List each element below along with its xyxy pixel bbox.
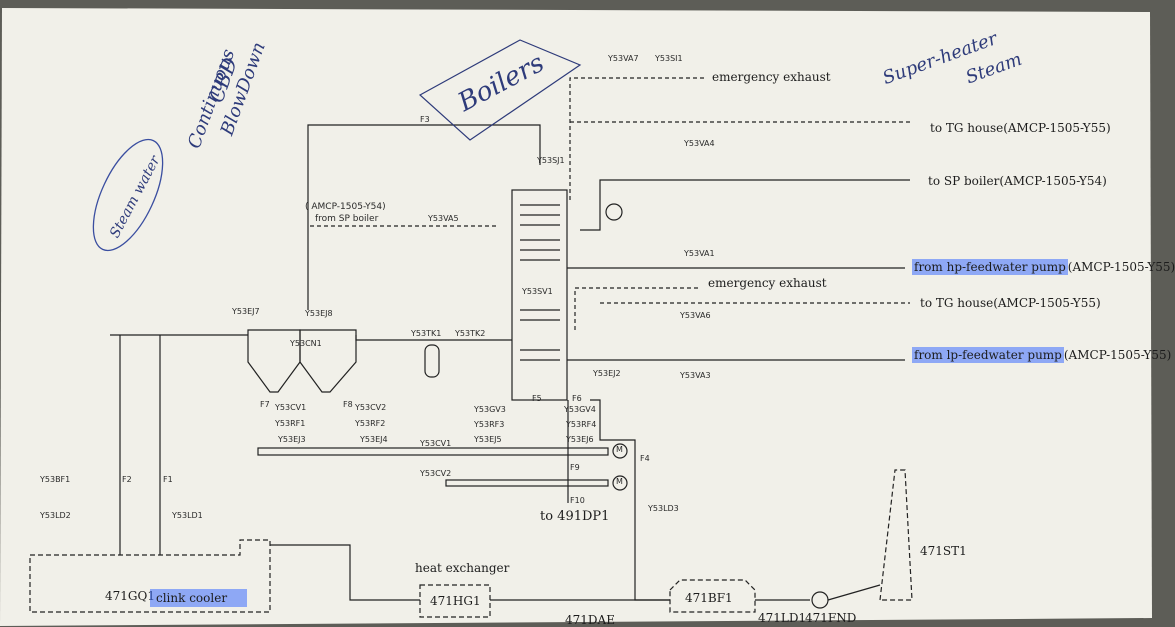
equipment-dae: 471DAE [565, 613, 615, 627]
drum-sketch [92, 138, 164, 252]
tag-f9: F9 [570, 463, 580, 472]
tag-bf1t: Y53BF1 [40, 475, 71, 484]
tag-f1: F1 [163, 475, 173, 484]
tag-m2: M [616, 477, 623, 486]
tag-tk2: Y53TK2 [455, 329, 486, 338]
equipment-gq1: 471GQ1 [105, 589, 155, 603]
tag-ej6: Y53EJ6 [566, 435, 594, 444]
tag-ld3: Y53LD3 [648, 504, 679, 513]
tag-f6: F6 [572, 394, 582, 403]
tag-ej3: Y53EJ3 [278, 435, 306, 444]
label-to-491dp1: to 491DP1 [540, 509, 610, 524]
tag-tk1: Y53TK1 [411, 329, 442, 338]
tag-m1: M [616, 445, 623, 454]
tag-gv4: Y53GV4 [564, 405, 596, 414]
diagram-drawing [0, 8, 1152, 626]
label-from-hp-feedwater-main: from hp-feedwater pump [912, 259, 1068, 275]
line-emergency-top [569, 77, 705, 200]
heat-exchanger-box [419, 584, 491, 618]
equipment-hg1: 471HG1 [430, 594, 481, 608]
tag-cv1b: Y53CV1 [420, 439, 452, 448]
tag-ld2: Y53LD2 [40, 511, 71, 520]
label-from-hp-feedwater-suffix: (AMCP-1505-Y55) [1067, 260, 1175, 274]
label-amcp-y54: ( AMCP-1505-Y54) [305, 202, 386, 212]
tag-sj1: Y53SJ1 [537, 156, 565, 165]
tank-tk1 [424, 344, 440, 378]
label-to-tg-house-2: to TG house(AMCP-1505-Y55) [920, 296, 1101, 310]
tag-va5: Y53VA5 [428, 214, 459, 223]
tag-ej8: Y53EJ8 [305, 309, 333, 318]
tag-ld1: Y53LD1 [172, 511, 203, 520]
tag-cv2: Y53CV2 [355, 403, 387, 412]
tag-f5: F5 [532, 394, 542, 403]
equipment-bf1: 471BF1 [685, 591, 733, 605]
tag-ej4: Y53EJ4 [360, 435, 388, 444]
diagram-sheet: Boilers Super-heater Steam CBD Continuou… [0, 8, 1175, 627]
label-from-sp-boiler: from SP boiler [315, 214, 379, 224]
tag-sv1: Y53SV1 [522, 287, 553, 296]
tag-ej2: Y53EJ2 [593, 369, 621, 378]
tag-f2: F2 [122, 475, 132, 484]
label-from-lp-feedwater-main: from lp-feedwater pump [912, 347, 1064, 363]
line-f3 [307, 124, 541, 310]
label-from-hp-feedwater: from hp-feedwater pump(AMCP-1505-Y55) [912, 259, 1175, 275]
label-heat-exchanger: heat exchanger [415, 561, 510, 575]
equipment-ld1: 471LD1 [758, 611, 807, 625]
tag-cv1: Y53CV1 [275, 403, 307, 412]
label-to-sp-boiler: to SP boiler(AMCP-1505-Y54) [928, 174, 1107, 188]
tag-rf2: Y53RF2 [355, 419, 386, 428]
tag-cv2b: Y53CV2 [420, 469, 452, 478]
tag-va6: Y53VA6 [680, 311, 711, 320]
label-from-lp-feedwater-suffix: (AMCP-1505-Y55) [1063, 348, 1172, 362]
conveyor-cv1 [257, 447, 609, 456]
tag-va1: Y53VA1 [684, 249, 715, 258]
line-emergency-2 [574, 287, 700, 330]
conveyor-cv2 [445, 479, 609, 487]
clink-cooler [29, 539, 271, 613]
tag-va7: Y53VA7 [608, 54, 639, 63]
bag-filter [669, 579, 756, 613]
tag-cn1: Y53CN1 [290, 339, 322, 348]
tag-rf3: Y53RF3 [474, 420, 505, 429]
label-emergency-exhaust-top: emergency exhaust [712, 70, 831, 84]
label-from-lp-feedwater: from lp-feedwater pump(AMCP-1505-Y55) [912, 347, 1172, 363]
equipment-clink-cooler: clink cooler [150, 589, 248, 607]
line-to-sp-boiler [580, 179, 910, 231]
tag-va4: Y53VA4 [684, 139, 715, 148]
tag-f4: F4 [640, 454, 650, 463]
tag-ej5: Y53EJ5 [474, 435, 502, 444]
stack [879, 469, 913, 601]
label-emergency-exhaust-2: emergency exhaust [708, 276, 827, 290]
equipment-st1: 471ST1 [920, 544, 967, 558]
tag-rf4: Y53RF4 [566, 420, 597, 429]
equipment-fnd: 471FND [805, 611, 857, 625]
paper [0, 8, 1152, 626]
tag-f10: F10 [570, 496, 585, 505]
tag-f8: F8 [343, 400, 353, 409]
tag-si1: Y53SI1 [655, 54, 683, 63]
label-to-tg-house-1: to TG house(AMCP-1505-Y55) [930, 121, 1111, 135]
tag-va3: Y53VA3 [680, 371, 711, 380]
hopper-right [299, 329, 357, 393]
tag-gv3: Y53GV3 [474, 405, 506, 414]
tag-f3: F3 [420, 115, 430, 124]
steam-drum [605, 203, 623, 221]
tag-ej7: Y53EJ7 [232, 307, 260, 316]
boilers-note-box [418, 39, 582, 141]
tag-rf1: Y53RF1 [275, 419, 306, 428]
tag-f7: F7 [260, 400, 270, 409]
